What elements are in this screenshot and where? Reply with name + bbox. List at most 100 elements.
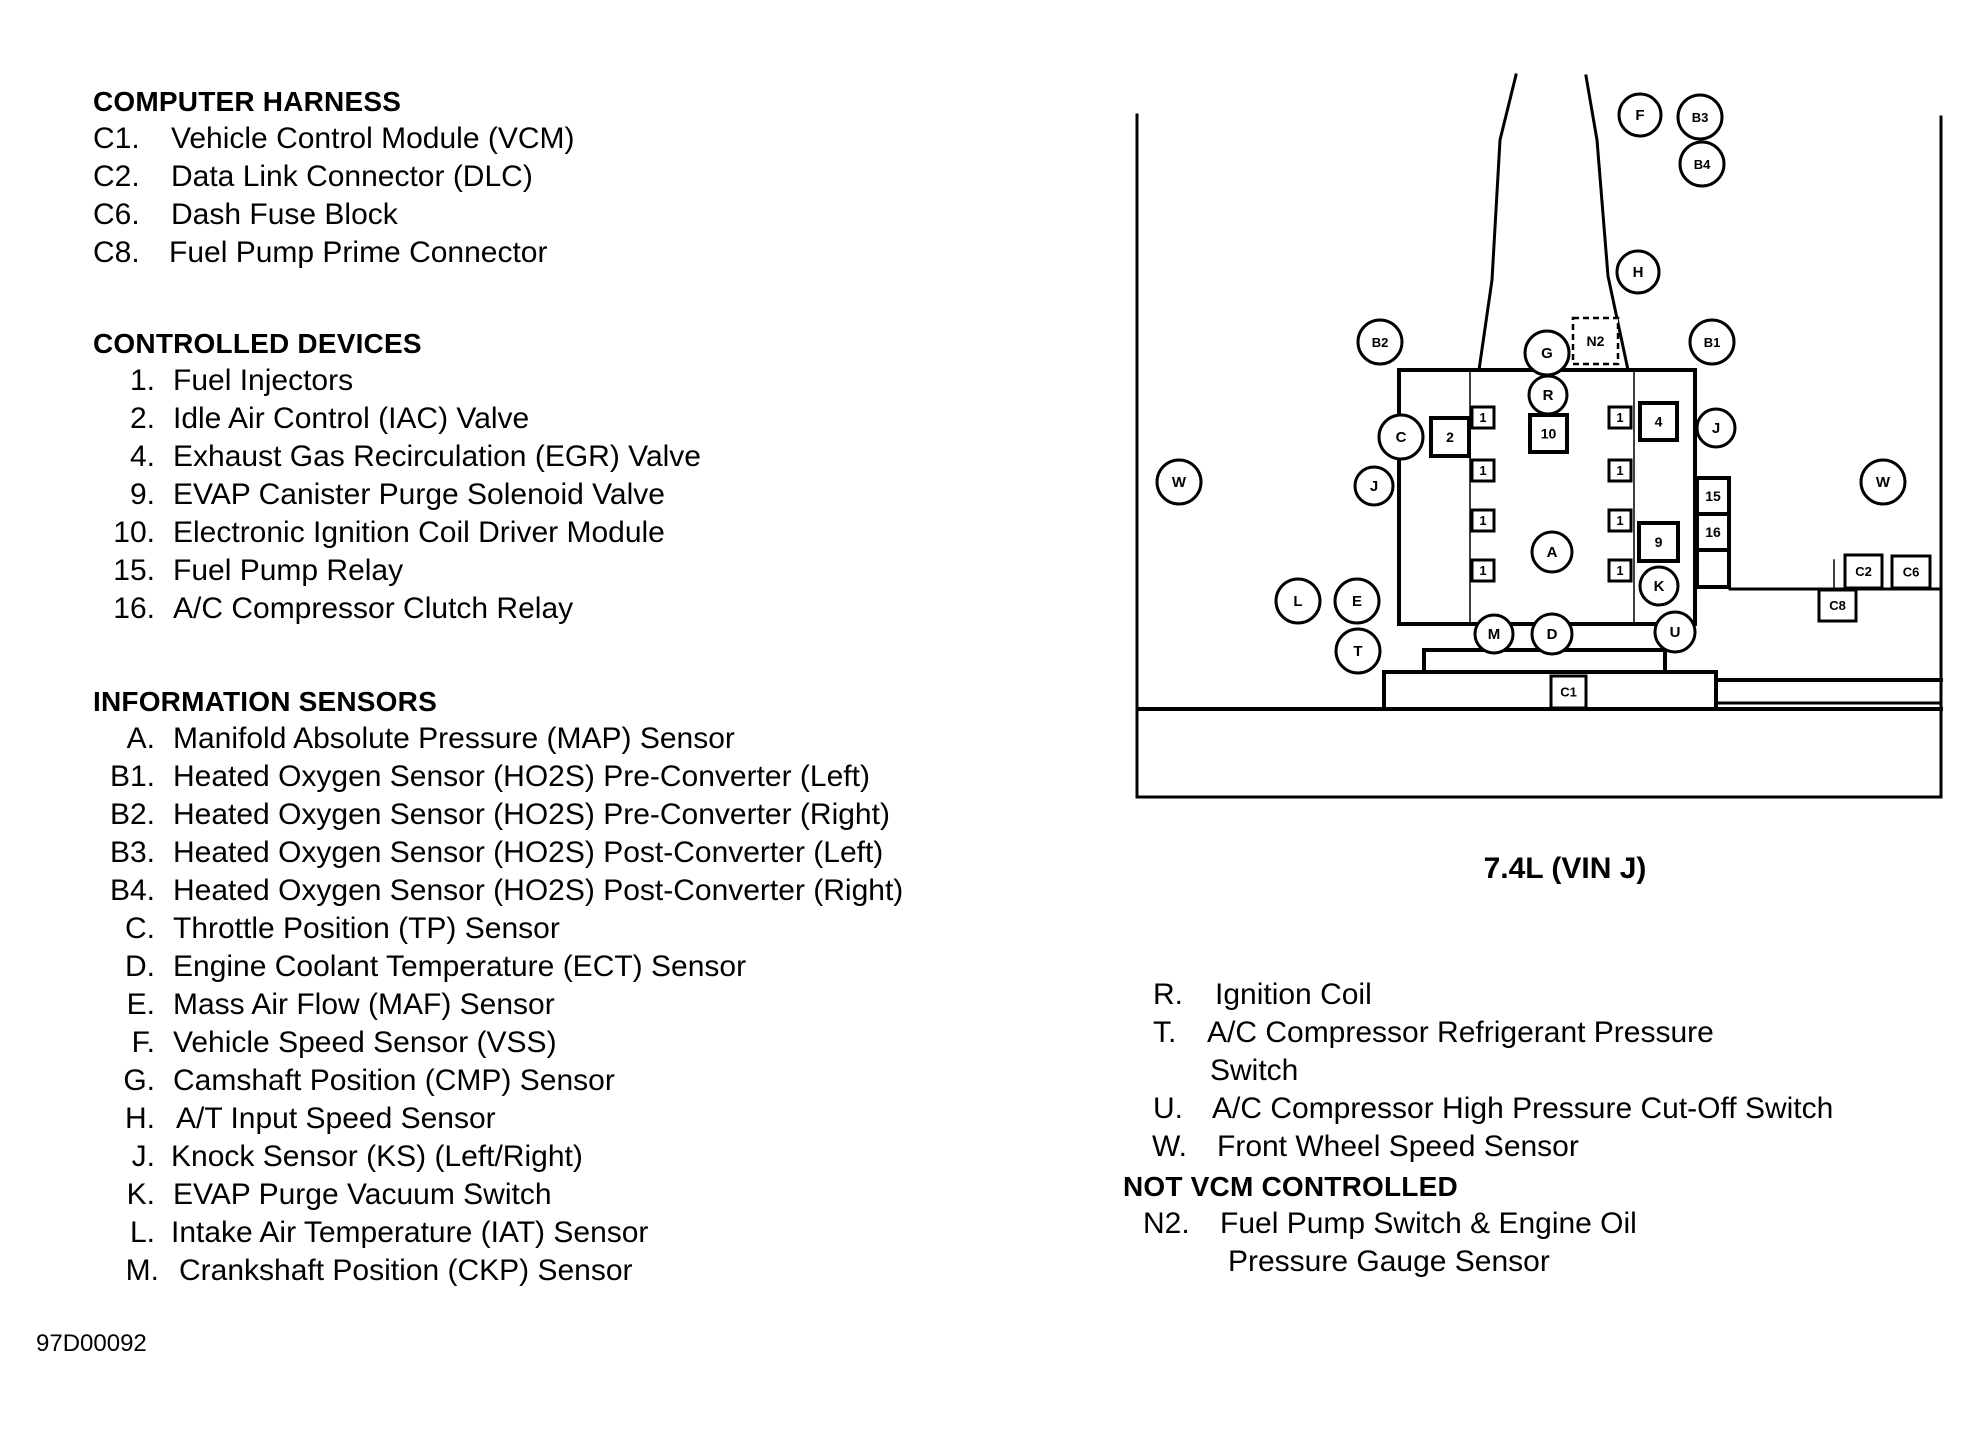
legend-text: Ignition Coil	[1215, 978, 1372, 1011]
information-sensors-heading: INFORMATION SENSORS	[93, 686, 437, 717]
legend-item: 10. Electronic Ignition Coil Driver Modul…	[93, 514, 665, 552]
marker-label: T	[1353, 643, 1362, 660]
legend-text: Front Wheel Speed Sensor	[1217, 1130, 1579, 1163]
marker-label: 16	[1705, 524, 1721, 540]
legend-key: 1.	[129, 364, 155, 397]
legend-text: EVAP Purge Vacuum Switch	[173, 1178, 552, 1211]
legend-text: A/T Input Speed Sensor	[176, 1102, 496, 1135]
marker-label: 10	[1541, 426, 1557, 442]
marker-circle-outline	[1334, 627, 1382, 675]
legend-text: A/C Compressor Refrigerant Pressure	[1207, 1016, 1714, 1049]
computer-harness-section: COMPUTER HARNESS C1.Vehicle Control Modu…	[93, 86, 575, 272]
marker-label: N2	[1587, 333, 1605, 349]
marker-circle-outline	[1678, 140, 1726, 188]
legend-item: 16. A/C Compressor Clutch Relay	[93, 590, 573, 628]
legend-item: 4.Exhaust Gas Recirculation (EGR) Valve	[93, 438, 701, 476]
marker-box-inj-8: 1	[1607, 558, 1633, 583]
marker-circle-outline	[1356, 318, 1404, 366]
legend-key: R.	[1153, 978, 1183, 1011]
marker-label: R	[1543, 387, 1554, 404]
marker-box-outline	[1817, 588, 1858, 623]
legend-key: 15.	[113, 554, 155, 587]
legend-text: Throttle Position (TP) Sensor	[173, 912, 560, 945]
marker-label: K	[1654, 578, 1665, 595]
marker-label: 1	[1479, 410, 1486, 425]
legend-text: A/C Compressor Clutch Relay	[173, 592, 574, 625]
marker-circle-j-right: J	[1695, 407, 1737, 449]
legend-text: EVAP Canister Purge Solenoid Valve	[173, 478, 665, 511]
diagram-title: 7.4L (VIN J)	[1483, 852, 1647, 885]
legend-text: Idle Air Control (IAC) Valve	[173, 402, 530, 435]
marker-box-15: 15	[1695, 476, 1731, 516]
marker-circle-b3: B3	[1676, 93, 1724, 141]
legend-text: Heated Oxygen Sensor (HO2S) Post-Convert…	[173, 836, 884, 869]
legend-item: H. A/T Input Speed Sensor	[93, 1100, 496, 1138]
legend-key: K.	[126, 1178, 155, 1211]
legend-key: H.	[125, 1102, 155, 1135]
legend-text: Fuel Pump Switch & Engine Oil	[1220, 1207, 1637, 1240]
computer-harness-heading: COMPUTER HARNESS	[93, 86, 402, 117]
marker-label: B2	[1372, 335, 1389, 350]
marker-box-4: 4	[1638, 401, 1679, 442]
marker-box-inj-2: 1	[1607, 405, 1633, 430]
figure-code: 97D00092	[36, 1330, 147, 1357]
marker-label: 1	[1479, 513, 1486, 528]
marker-circle-a: A	[1530, 530, 1574, 574]
marker-label: 9	[1655, 534, 1663, 550]
legend-text: Crankshaft Position (CKP) Sensor	[179, 1254, 633, 1287]
legend-item: L.Intake Air Temperature (IAT) Sensor	[93, 1214, 648, 1252]
legend-text: Knock Sensor (KS) (Left/Right)	[171, 1140, 583, 1173]
marker-circle-u: U	[1653, 610, 1697, 654]
legend-item: 1.Fuel Injectors	[93, 362, 422, 400]
marker-label: U	[1670, 624, 1681, 641]
marker-circle-outline	[1155, 458, 1203, 506]
marker-circle-outline	[1676, 93, 1724, 141]
legend-text: Switch	[1210, 1054, 1299, 1087]
marker-box-outline	[1470, 458, 1496, 483]
legend-text: Dash Fuse Block	[171, 198, 398, 231]
marker-circle-outline	[1615, 249, 1661, 295]
legend-key: C6.	[93, 198, 140, 231]
legend-key: 10.	[113, 516, 155, 549]
marker-label: 1	[1616, 410, 1623, 425]
marker-box-c8: C8	[1817, 588, 1858, 623]
transmission-outline-left	[1477, 73, 1518, 372]
marker-circle-outline	[1353, 465, 1395, 507]
marker-box-c6: C6	[1890, 554, 1932, 590]
engine-block	[1397, 368, 1697, 626]
marker-label: G	[1541, 345, 1553, 362]
legend-text: Electronic Ignition Coil Driver Module	[173, 516, 665, 549]
marker-label: C6	[1903, 565, 1920, 580]
legend-key: B4.	[109, 874, 155, 907]
marker-label: 1	[1479, 463, 1486, 478]
marker-circle-outline	[1859, 458, 1907, 506]
marker-label: W	[1876, 474, 1891, 491]
marker-label: F	[1635, 107, 1644, 124]
marker-box-inj-1: 1	[1470, 405, 1496, 430]
legend-key: 9.	[129, 478, 155, 511]
legend-key: G.	[123, 1064, 155, 1097]
marker-label: D	[1547, 626, 1558, 643]
legend-item: B1.Heated Oxygen Sensor (HO2S) Pre-Conve…	[93, 758, 870, 796]
marker-circle-k: K	[1638, 565, 1680, 607]
marker-circle-outline	[1530, 530, 1574, 574]
marker-label: 15	[1705, 488, 1721, 504]
legend-text: Exhaust Gas Recirculation (EGR) Valve	[173, 440, 701, 473]
marker-label: 1	[1479, 563, 1486, 578]
legend-text: Mass Air Flow (MAF) Sensor	[173, 988, 555, 1021]
legend-key: 16.	[113, 592, 155, 625]
marker-circle-d: D	[1530, 612, 1574, 656]
legend-text: A/C Compressor High Pressure Cut-Off Swi…	[1212, 1092, 1834, 1125]
marker-circle-e: E	[1333, 577, 1381, 625]
marker-circle-outline	[1638, 565, 1680, 607]
marker-circle-m: M	[1473, 613, 1515, 655]
marker-circle-b1: B1	[1688, 318, 1736, 366]
legend-item-continuation: Pressure Gauge Sensor	[1123, 1243, 1550, 1281]
legend-key: B1.	[109, 760, 155, 793]
marker-label: 1	[1616, 513, 1623, 528]
marker-box-inj-6: 1	[1607, 508, 1633, 533]
marker-circle-outline	[1274, 577, 1322, 625]
legend-key: A.	[126, 722, 155, 755]
legend-text: Heated Oxygen Sensor (HO2S) Pre-Converte…	[173, 798, 890, 831]
marker-circle-l: L	[1274, 577, 1322, 625]
